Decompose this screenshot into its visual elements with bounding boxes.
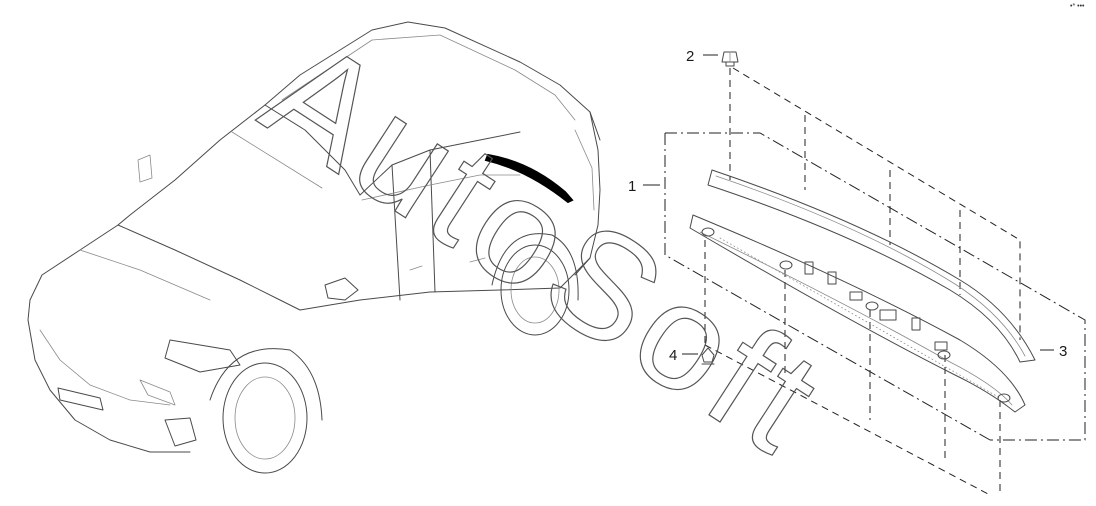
exploded-view: 2 1 3 4 [628,48,1086,496]
callout-4: 4 [669,347,677,364]
corner-mark: •* ••• [1070,3,1085,10]
callout-1: 1 [628,178,636,195]
callout-2: 2 [686,48,694,65]
watermark: AutoSoft [238,6,852,486]
highlighted-spoiler-part [484,153,574,204]
clip-2-fastener [721,51,739,67]
vehicle-illustration [27,21,601,474]
mounting-bosses [701,227,1011,403]
callout-3: 3 [1059,343,1067,360]
clip-4-fastener [701,347,715,365]
